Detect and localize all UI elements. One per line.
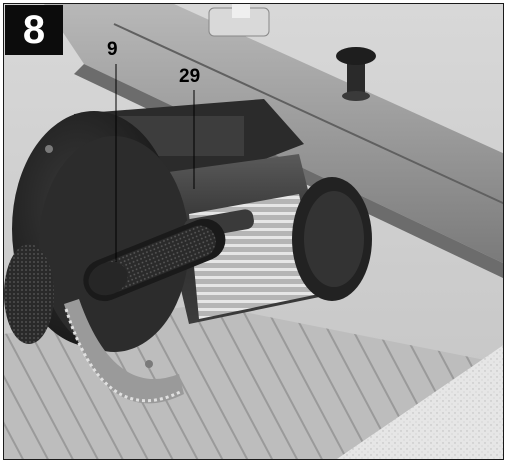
product-photo — [3, 3, 504, 460]
callout-label-handle: 9 — [107, 39, 118, 60]
tile-saw-photo-illustration — [4, 4, 503, 459]
callout-label-motor: 29 — [179, 66, 201, 87]
figure-number-badge: 8 — [5, 5, 63, 55]
